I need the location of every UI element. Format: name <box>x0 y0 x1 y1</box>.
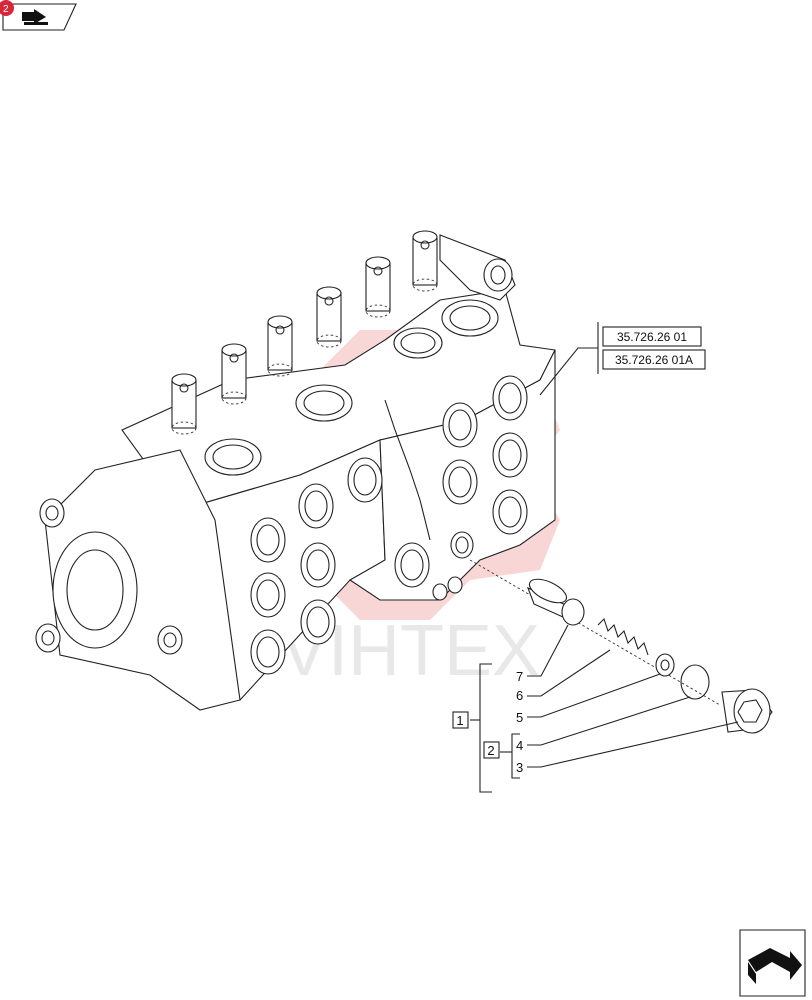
callout-label: 5 <box>516 710 523 725</box>
callout-5: 5 <box>516 673 661 725</box>
callout-label: 4 <box>516 738 523 753</box>
control-valve-body <box>35 234 556 711</box>
group-label: 1 <box>456 713 463 728</box>
group-label: 2 <box>487 743 494 758</box>
poppet <box>527 578 585 626</box>
callout-7: 7 <box>516 624 569 684</box>
back-arrow-icon <box>22 9 48 25</box>
spool-end <box>365 256 391 318</box>
spool-end <box>221 343 247 405</box>
callout-label: 3 <box>516 760 523 775</box>
reference-label: 35.726.26 01A <box>615 353 693 367</box>
spool-ends <box>171 230 438 435</box>
spool-end <box>316 286 342 348</box>
plug <box>721 688 773 734</box>
reference-link-1[interactable]: 35.726.26 01 <box>602 326 702 347</box>
group-box-2: 2 <box>483 741 500 759</box>
reference-label: 35.726.26 01 <box>617 330 687 344</box>
spool-end <box>267 315 293 377</box>
spool-end <box>412 230 438 292</box>
exploded-parts <box>469 559 773 734</box>
page-marker: 2 <box>0 0 14 16</box>
reference-link-2[interactable]: 35.726.26 01A <box>602 349 706 370</box>
callout-6: 6 <box>516 649 611 703</box>
o-ring <box>680 664 710 700</box>
group-box-1: 1 <box>452 711 469 729</box>
back-nav-button[interactable] <box>2 3 77 31</box>
callout-label: 7 <box>516 669 523 684</box>
reference-box-group: 35.726.26 01 35.726.26 01A <box>539 322 706 396</box>
callout-3: 3 <box>516 721 739 775</box>
spring <box>597 617 649 656</box>
spool-end <box>171 373 197 435</box>
forward-arrow-icon <box>748 948 802 984</box>
forward-nav-button[interactable] <box>739 929 806 997</box>
page-marker-text: 2 <box>3 4 9 15</box>
callout-label: 6 <box>516 688 523 703</box>
callout-bracket: 1 2 7 6 5 4 3 <box>452 624 739 793</box>
shim <box>655 653 675 677</box>
callout-4: 4 <box>516 696 691 753</box>
